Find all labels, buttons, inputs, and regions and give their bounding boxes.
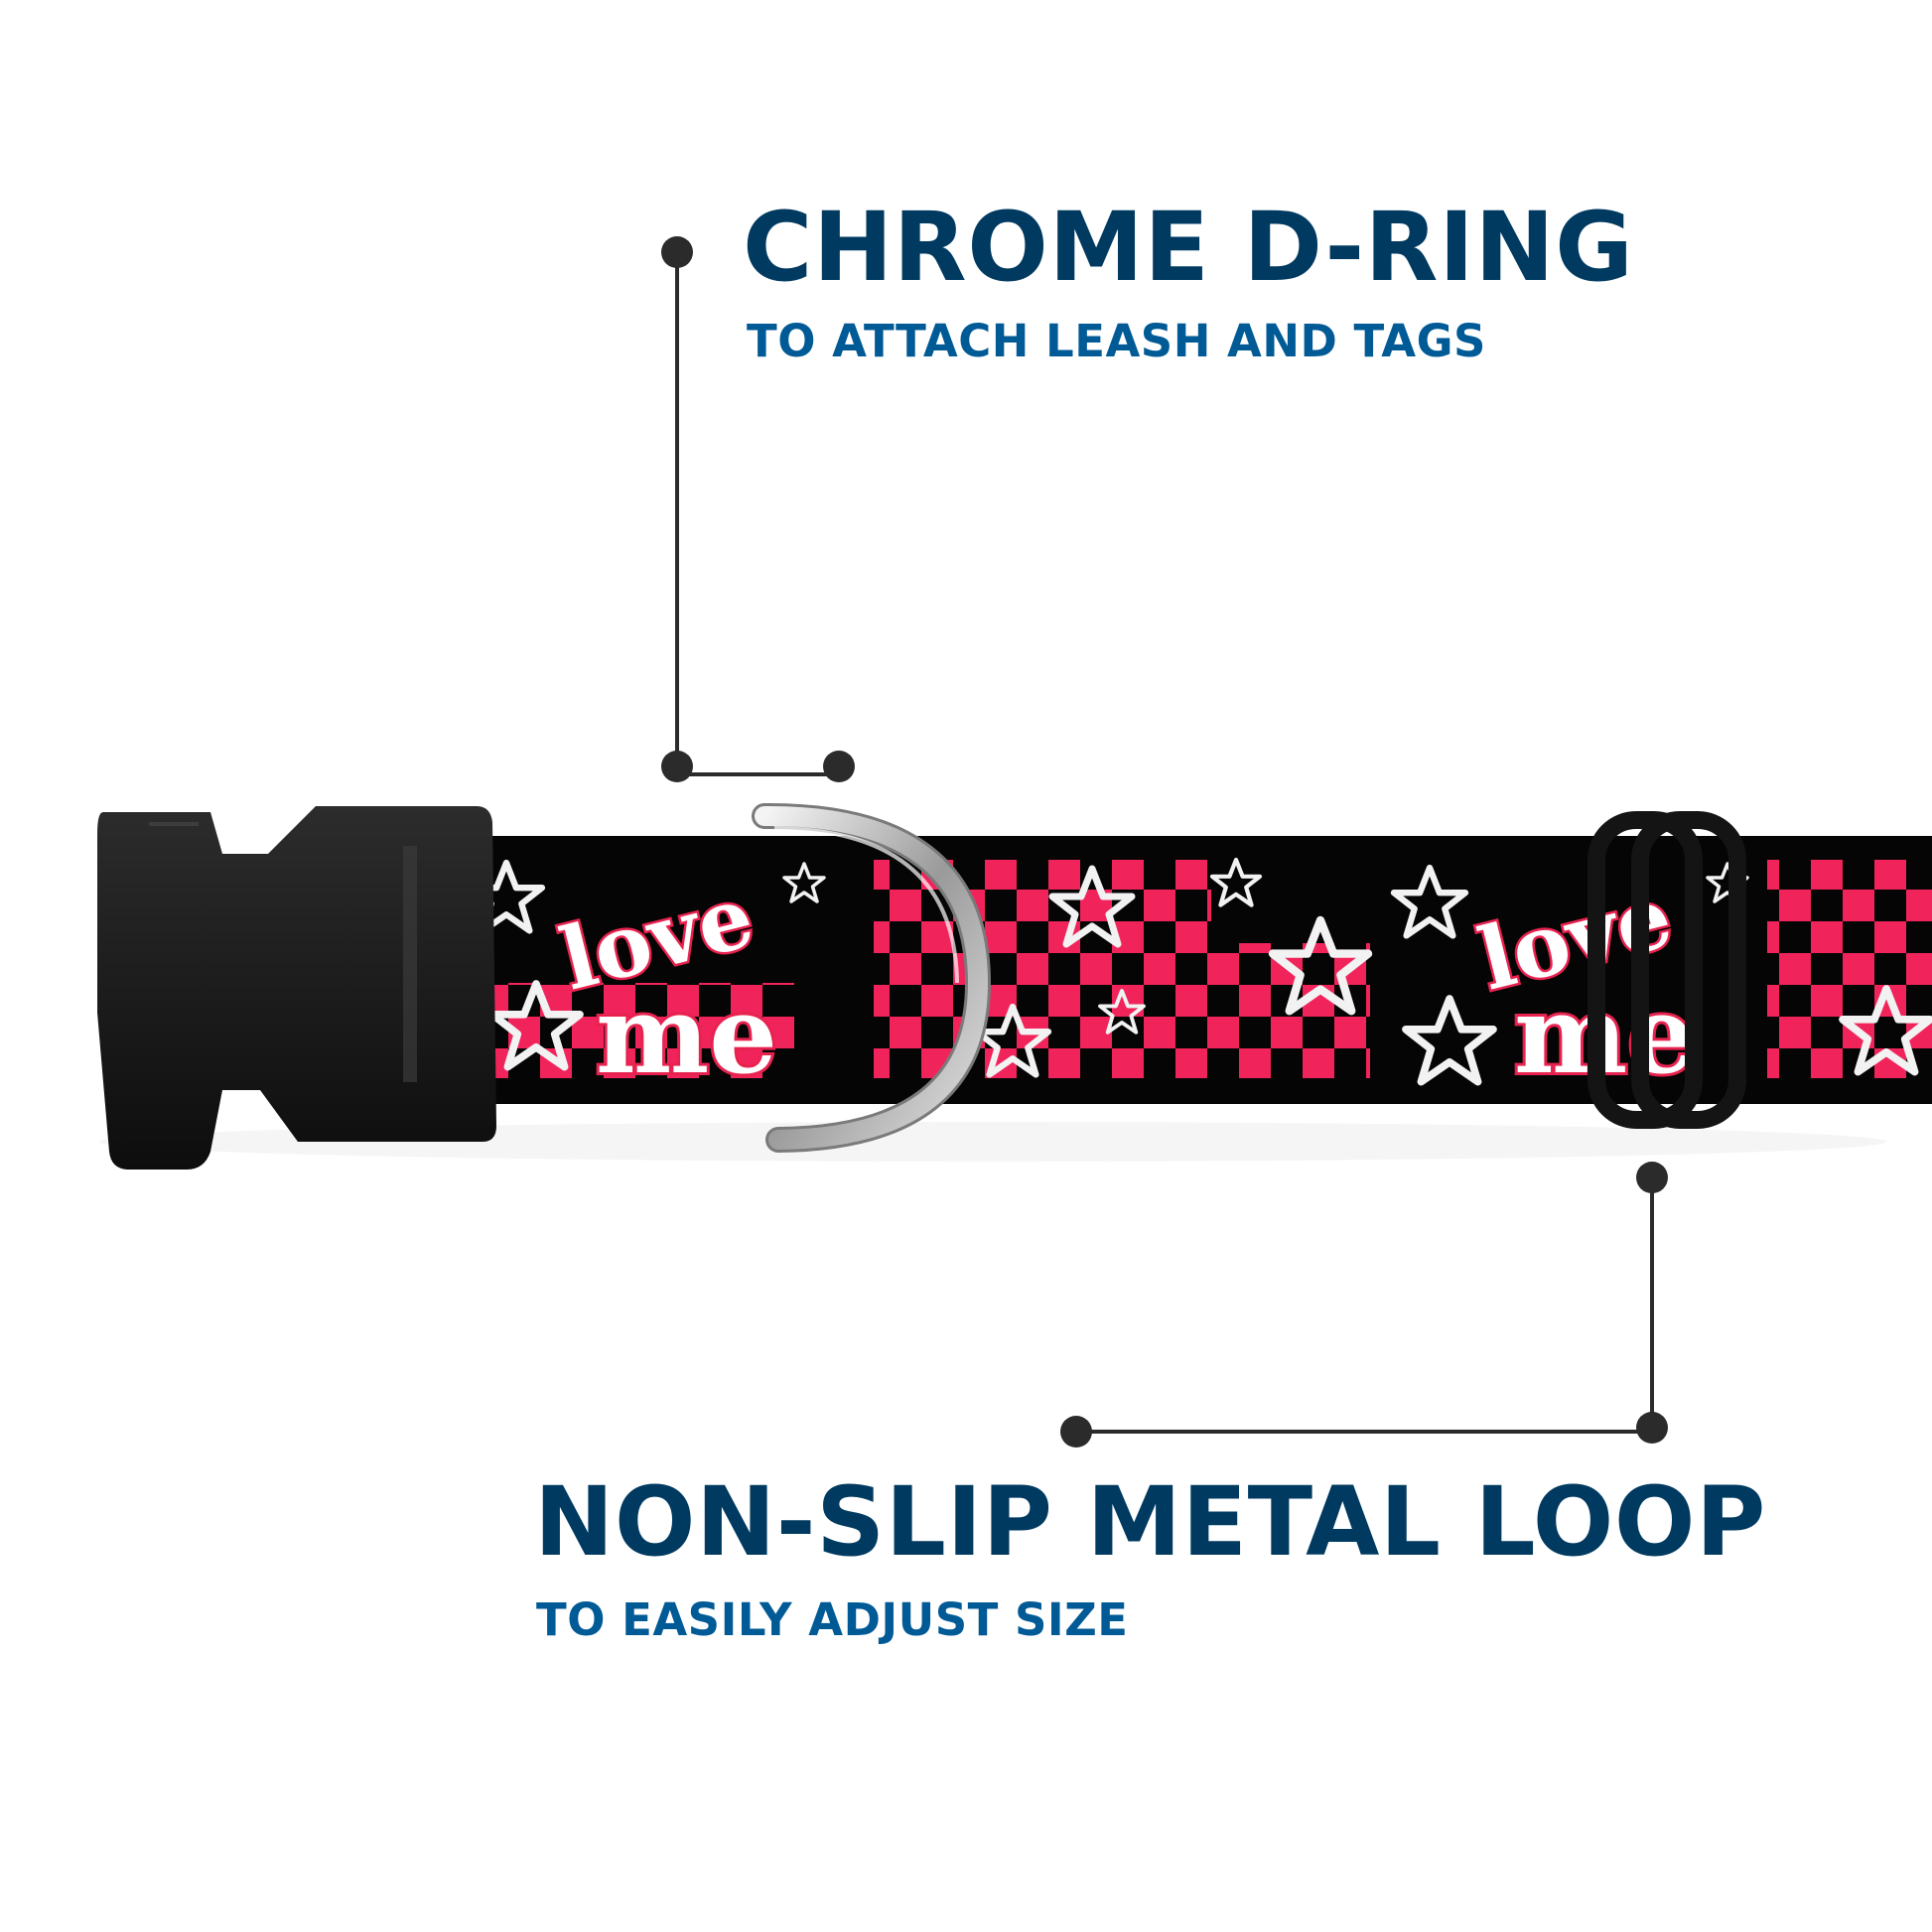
metal-loop-feature-subtitle: TO EASILY ADJUST SIZE: [536, 1593, 1129, 1646]
chrome-d-ring: [752, 802, 992, 1153]
callout-dot-end: [823, 751, 855, 782]
callout-dot-corner: [661, 751, 693, 782]
callout-d-ring: [661, 236, 855, 782]
callout-dot-top: [661, 236, 693, 268]
callout-metal-loop: [1060, 1162, 1668, 1448]
callout-dot-corner: [1636, 1412, 1668, 1444]
d-ring-feature-title: CHROME D-RING: [743, 192, 1634, 303]
print-word-me-1: me: [596, 973, 777, 1098]
side-release-buckle: [97, 806, 496, 1170]
callout-dot-top: [1636, 1162, 1668, 1193]
metal-loop-feature-title: NON-SLIP METAL LOOP: [534, 1466, 1766, 1578]
callout-dot-end: [1060, 1416, 1092, 1448]
collar-strap: love me love me: [407, 836, 1932, 1104]
collar-shadow: [99, 1122, 1886, 1162]
d-ring-feature-subtitle: TO ATTACH LEASH AND TAGS: [747, 315, 1486, 367]
metal-loop: [1587, 811, 1746, 1129]
